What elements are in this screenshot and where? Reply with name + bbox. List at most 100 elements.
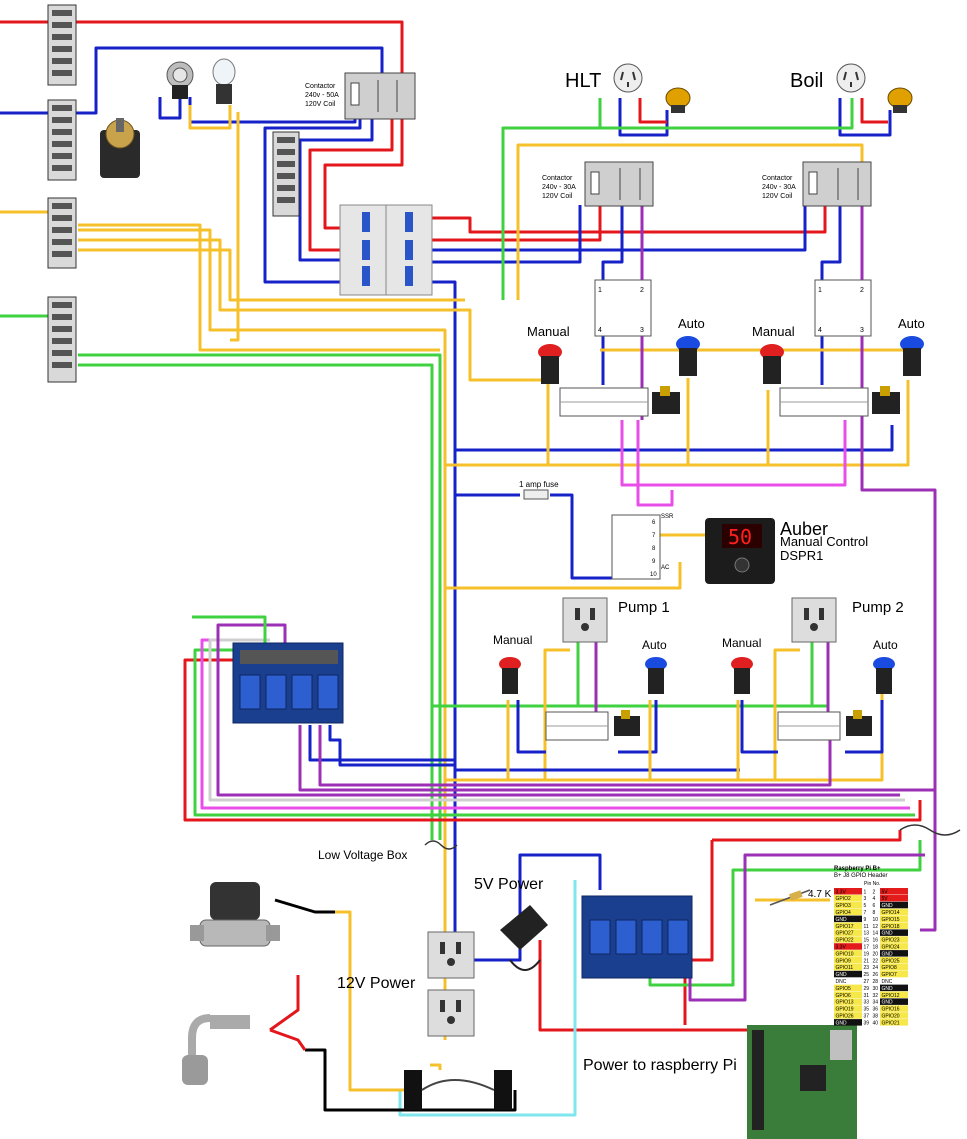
wire-black-12v-1 xyxy=(274,898,335,914)
wire-blue-pump2-box xyxy=(740,700,778,754)
pump1-auto-label: Auto xyxy=(642,638,667,652)
gpio-pin-12: 12 xyxy=(873,924,879,930)
gpio-pin-3-cell xyxy=(862,894,871,902)
gpio-left-1: 3.3V xyxy=(836,889,847,895)
wire-green-boil xyxy=(600,98,854,130)
wire-magenta-ctrl-1 xyxy=(620,420,847,487)
wire-blue-contactor-breaker-1 xyxy=(298,118,374,262)
boil-manual-label: Manual xyxy=(752,324,795,339)
wire-red-rpi-pi xyxy=(538,940,755,1032)
wire-blue-relay-left-2 xyxy=(328,725,455,767)
wire-yellow-harness-2 xyxy=(78,238,550,425)
gpio-left-7: GPIO4 xyxy=(836,910,852,916)
wire-green-relay-top xyxy=(192,615,267,643)
gpio-pin-36-cell xyxy=(871,1005,880,1012)
hlt-manual-label: Manual xyxy=(527,324,570,339)
gpio-pin-23: 23 xyxy=(864,965,870,971)
wire-purple-relay-right xyxy=(688,853,925,1002)
wire-green-hlt xyxy=(501,98,602,300)
auber-term-ssr: SSR xyxy=(661,514,674,520)
boil-contactor-label-3: 120V Coil xyxy=(762,193,793,200)
wire-yellow-harness-1 xyxy=(78,228,447,1040)
gpio-right-4-cell xyxy=(880,894,908,902)
hlt-relay-term-3: 3 xyxy=(640,327,644,334)
gpio-pin-11: 11 xyxy=(864,924,869,930)
hlt-contactor: Contactor 240v - 30A 120V Coil xyxy=(542,161,654,207)
gpio-left-3: GPIO2 xyxy=(836,896,852,902)
wire-blue-pump1-box xyxy=(516,700,546,754)
gpio-left-27-cell xyxy=(834,977,862,985)
wire-blue-lamp-loop xyxy=(158,97,182,120)
gpio-pin-6: 6 xyxy=(873,903,876,909)
wire-yellow-pump1-manual xyxy=(543,648,570,780)
power-to-pi-label: Power to raspberry Pi xyxy=(583,1057,737,1074)
hlt-relay-term-4: 4 xyxy=(598,327,602,334)
gpio-pin-15-cell xyxy=(862,936,871,943)
gpio-left-19: GPIO10 xyxy=(836,951,854,957)
gpio-pin-13-cell xyxy=(862,929,871,936)
auber-term-10: 10 xyxy=(650,572,657,578)
gpio-pin-17-cell xyxy=(862,943,871,950)
12v-brick-right-icon xyxy=(494,1070,512,1110)
gpio-pin-14-cell xyxy=(871,929,880,936)
auber-term-ac: AC xyxy=(661,565,670,571)
12v-cable xyxy=(421,1079,495,1091)
gpio-pin-9-cell xyxy=(862,915,871,923)
relay-board-right xyxy=(581,895,693,979)
wire-blue-pump2-auto xyxy=(845,700,884,754)
gpio-pin-4: 4 xyxy=(873,896,876,902)
pump2-selector-block xyxy=(777,711,841,741)
gpio-pin-32-cell xyxy=(871,991,880,998)
wire-red-12v xyxy=(269,975,300,1032)
5v-power-label: 5V Power xyxy=(474,876,544,893)
pump1-selector-switch-icon xyxy=(614,710,640,736)
gpio-pin-3: 3 xyxy=(864,896,867,902)
indicator-lamp-top-1 xyxy=(166,61,194,99)
gpio-left-23-cell xyxy=(834,963,862,971)
gpio-pin-22: 22 xyxy=(873,958,879,964)
terminal-strip-yellow-left xyxy=(47,197,77,269)
gpio-right-2-cell xyxy=(880,888,908,895)
gpio-right-38-cell xyxy=(880,1012,908,1019)
boil-relay-term-4: 4 xyxy=(818,327,822,334)
gpio-left-29-cell xyxy=(834,984,862,992)
gpio-pin-28: 28 xyxy=(873,979,879,985)
gpio-pin-31: 31 xyxy=(864,993,870,999)
gpio-header: Raspberry Pi B+ B+ J8 GPIO Header Pin No… xyxy=(834,866,908,1026)
low-voltage-break-2 xyxy=(899,824,961,836)
wire-red-contactor-breaker-1 xyxy=(323,118,404,230)
gpio-pin-7-cell xyxy=(862,908,871,916)
wire-red-rpi-main xyxy=(712,830,902,842)
gpio-right-40: GPIO21 xyxy=(882,1020,900,1026)
hlt-contactor-label-3: 120V Coil xyxy=(542,193,573,200)
gpio-pin-39-cell xyxy=(862,1019,871,1026)
wire-yellow-auber-low xyxy=(445,562,682,590)
gpio-left-29: GPIO5 xyxy=(836,986,852,992)
gpio-right-12-cell xyxy=(880,922,908,929)
resistor-icon xyxy=(769,889,811,906)
hlt-outlet-icon xyxy=(613,63,643,93)
main-contactor: Contactor 240v - 50A 120V Coil xyxy=(305,72,416,120)
wire-yellow-pump2-manual xyxy=(773,648,800,780)
gpio-left-35: GPIO19 xyxy=(836,1007,854,1013)
lv-outlet-bottom-icon xyxy=(427,989,475,1037)
gpio-pin-40-cell xyxy=(871,1019,880,1026)
gpio-left-15: GPIO22 xyxy=(836,938,854,944)
gpio-pin-19: 19 xyxy=(864,951,870,957)
gpio-left-33-cell xyxy=(834,998,862,1005)
boil-contactor-label-1: Contactor xyxy=(762,175,793,182)
gpio-right-22-cell xyxy=(880,957,908,964)
12v-power-label: 12V Power xyxy=(337,975,416,992)
gpio-pin-5: 5 xyxy=(864,903,867,909)
wire-yellow-top-run xyxy=(516,143,864,300)
hlt-manual-button-icon xyxy=(538,344,562,384)
indicator-lamp-top-2 xyxy=(212,58,236,104)
gpio-left-17: 3.3V xyxy=(836,945,847,951)
pump2-outlet-icon xyxy=(791,597,837,643)
hlt-contactor-label-2: 240v - 30A xyxy=(542,184,576,191)
gpio-pin-24: 24 xyxy=(873,965,879,971)
low-voltage-box-label: Low Voltage Box xyxy=(318,848,407,862)
gpio-pin-31-cell xyxy=(862,991,871,998)
gpio-pin-19-cell xyxy=(862,950,871,957)
boil-contactor-label-2: 240v - 30A xyxy=(762,184,796,191)
